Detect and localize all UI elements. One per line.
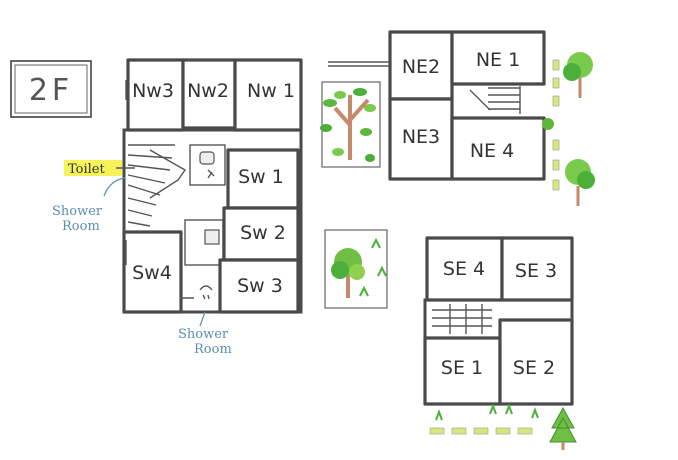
label-ne2: NE2 [402, 56, 440, 78]
shower-label-2b: Room [194, 342, 232, 357]
room-se1 [423, 336, 502, 406]
toilet-icon [199, 151, 215, 165]
label-sw2: Sw 2 [240, 222, 286, 244]
south-stepping-stones [429, 403, 539, 435]
shower-label-2a: Shower [178, 327, 229, 342]
room-sw4 [122, 230, 183, 314]
sink-icon [204, 229, 220, 245]
pine-tree [549, 406, 577, 450]
toilet-room [189, 144, 226, 186]
floor-label: 2F [29, 73, 73, 108]
label-ne4: NE 4 [470, 140, 514, 162]
west-outer-wall [122, 128, 303, 314]
label-se1: SE 1 [441, 357, 483, 379]
room-ne4 [450, 116, 546, 181]
label-nw3: Nw3 [132, 80, 174, 102]
ne-stairs [469, 86, 521, 114]
toilet-annotation: Toilet [64, 160, 135, 177]
ne-walkway [328, 61, 390, 67]
label-nw1: Nw 1 [247, 80, 295, 102]
west-stairs [127, 144, 187, 227]
garden-south [324, 229, 388, 309]
se-building [423, 236, 574, 406]
shower-room-annotation-2: Shower Room [178, 311, 232, 357]
shower-label-1a: Shower [52, 204, 103, 219]
floor-badge: 2F [10, 60, 92, 118]
room-se2 [498, 318, 574, 406]
se-stairs [432, 304, 492, 334]
label-sw3: Sw 3 [237, 275, 283, 297]
label-ne3: NE3 [402, 126, 440, 148]
room-sw2 [222, 206, 300, 262]
label-se4: SE 4 [443, 258, 485, 280]
room-ne1 [450, 30, 546, 86]
label-se3: SE 3 [515, 260, 557, 282]
label-sw4: Sw4 [132, 262, 172, 284]
shower-room-annotation-1: Shower Room [52, 177, 126, 234]
label-nw2: Nw2 [187, 80, 229, 102]
room-sw3 [218, 258, 300, 314]
shower-label-1b: Room [62, 219, 100, 234]
toilet-label: Toilet [68, 162, 105, 177]
label-sw1: Sw 1 [238, 166, 284, 188]
label-ne1: NE 1 [476, 49, 520, 71]
label-se2: SE 2 [513, 357, 555, 379]
shower-head-icon [207, 169, 215, 179]
ne-building [328, 30, 546, 181]
west-building [122, 58, 303, 314]
east-stepping-stones [552, 59, 560, 191]
shower-icon-2 [199, 285, 213, 300]
garden-north [320, 81, 381, 168]
east-trees [542, 52, 595, 206]
